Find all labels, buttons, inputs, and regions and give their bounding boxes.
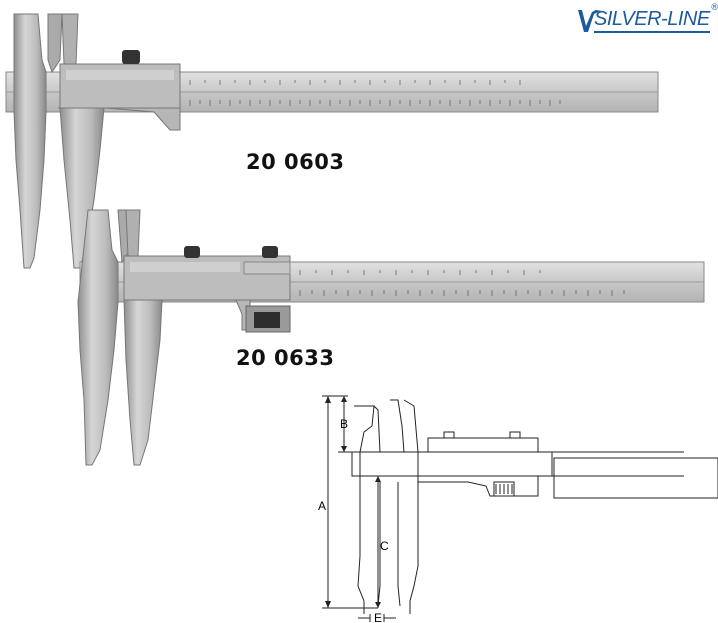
dimension-label-b: B <box>340 417 348 431</box>
brand-logo-text: SILVER-LINE <box>594 8 710 33</box>
model-label-20-0603: 20 0603 <box>246 150 345 174</box>
caliper-dimension-diagram: A B C E <box>318 395 718 623</box>
trademark-symbol: ® <box>711 2 718 12</box>
silver-line-logo: SILVER-LINE ® <box>574 2 718 42</box>
dimension-label-c: C <box>380 539 389 553</box>
bird-logo-icon <box>578 10 602 32</box>
dimension-label-a: A <box>318 499 326 513</box>
model-label-20-0633: 20 0633 <box>236 346 335 370</box>
dimension-label-e: E <box>374 611 382 623</box>
